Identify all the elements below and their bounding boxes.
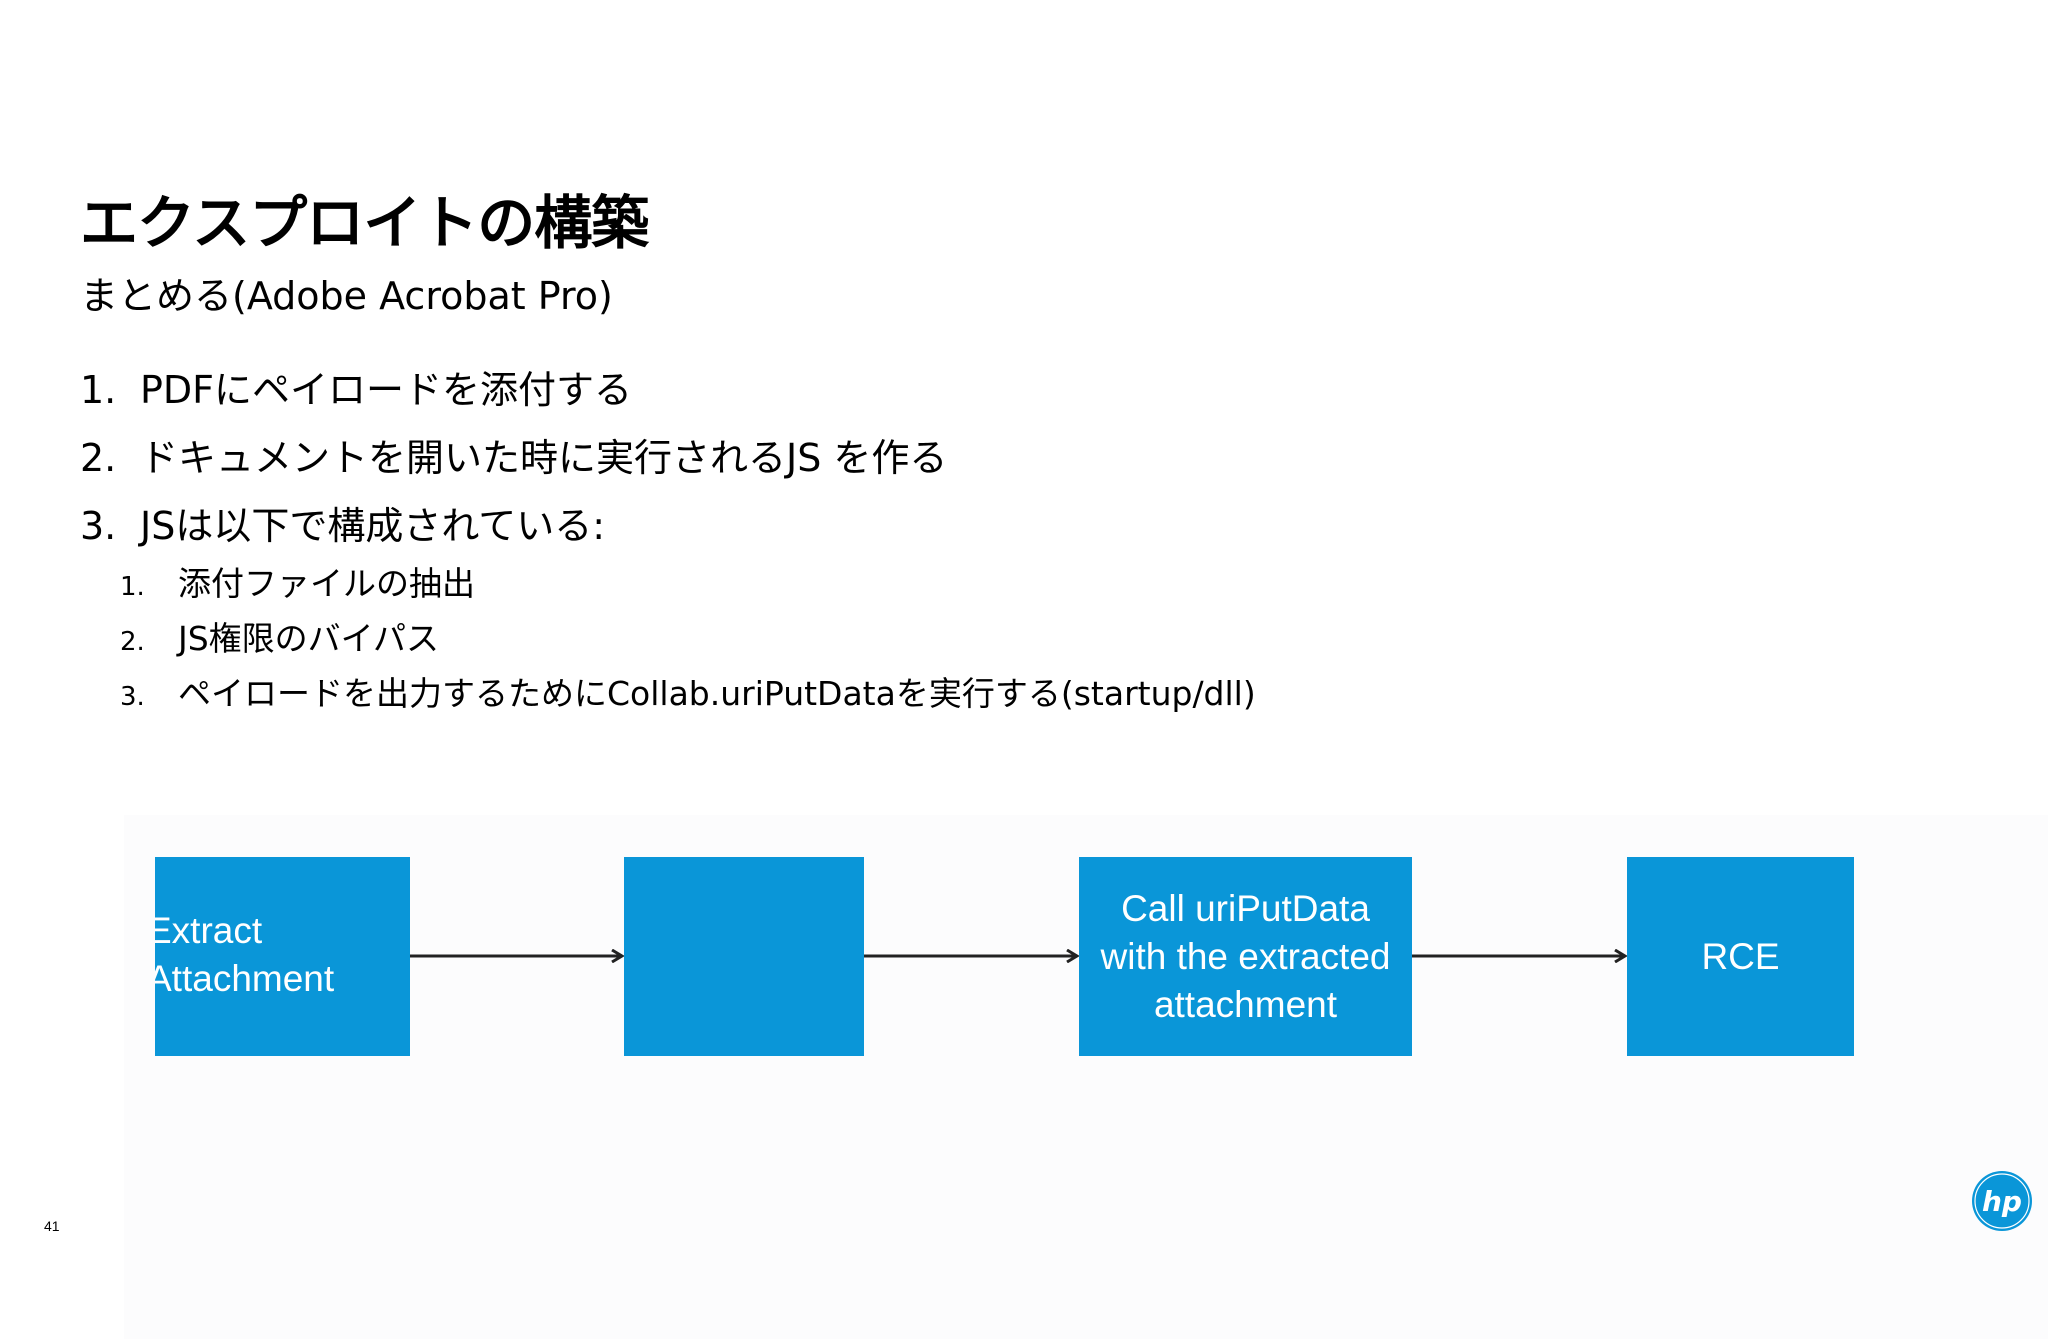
step-item: 3. JSは以下で構成されている: [80, 502, 605, 550]
step-number: 1. [80, 368, 117, 412]
step-text: JSは以下で構成されている: [140, 504, 605, 548]
substep-number: 2. [120, 627, 145, 657]
flow-node-label: Extract Attachment [155, 910, 335, 999]
substep-text: ペイロードを出力するためにCollab.uriPutDataを実行する(star… [178, 674, 1256, 713]
page-number: 41 [44, 1218, 60, 1234]
step-text: PDFにペイロードを添付する [140, 368, 633, 412]
flow-node-label: Call uriPutData with the extracted attac… [1100, 887, 1391, 1025]
flow-node-label: RCE [1701, 935, 1780, 977]
flow-node-call: Call uriPutData with the extracted attac… [1079, 857, 1412, 1056]
step-number: 3. [80, 504, 117, 548]
substep-number: 3. [120, 682, 145, 712]
hp-logo-icon: hp [1972, 1171, 2032, 1231]
step-item: 1. PDFにペイロードを添付する [80, 366, 632, 414]
substep-text: 添付ファイルの抽出 [178, 564, 475, 603]
substep-item: 3. ペイロードを出力するためにCollab.uriPutDataを実行する(st… [120, 672, 1256, 719]
slide-title: エクスプロイトの構築 [80, 189, 649, 257]
substep-item: 2. JS権限のバイパス [120, 617, 439, 664]
hp-logo-glyph: hp [1982, 1185, 2022, 1218]
substep-text: JS権限のバイパス [178, 619, 440, 658]
step-item: 2. ドキュメントを開いた時に実行されるJS を作る [80, 434, 947, 482]
substep-number: 1. [120, 572, 145, 602]
slide-subtitle: まとめる(Adobe Acrobat Pro) [80, 274, 613, 318]
flow-node-extract: Extract Attachment [155, 857, 410, 1056]
step-text: ドキュメントを開いた時に実行されるJS を作る [140, 436, 948, 480]
flow-node-bypass [624, 857, 864, 1056]
substep-item: 1. 添付ファイルの抽出 [120, 562, 475, 609]
flow-node-rce: RCE [1627, 857, 1854, 1056]
step-number: 2. [80, 436, 117, 480]
